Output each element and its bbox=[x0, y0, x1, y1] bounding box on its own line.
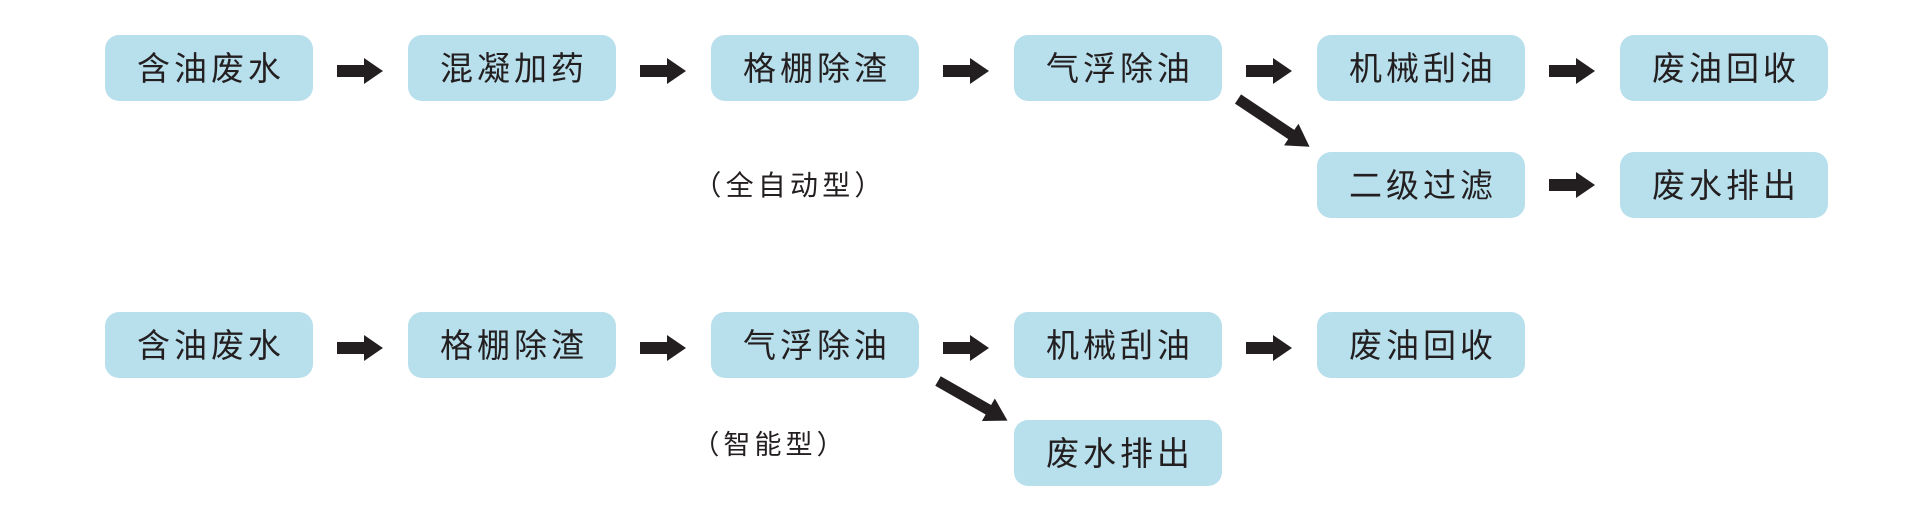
flow2-box-wastewater-discharge: 废水排出 bbox=[1014, 420, 1222, 486]
arrow-diagonal-icon bbox=[1234, 94, 1310, 147]
flow1-type-label: （全自动型） bbox=[693, 169, 887, 202]
flow1-box-secondary-filtration: 二级过滤 bbox=[1317, 152, 1525, 218]
flow2-box-mechanical-scraping: 机械刮油 bbox=[1014, 312, 1222, 378]
flow1-box-air-flotation-deoil: 气浮除油 bbox=[1014, 35, 1222, 101]
arrow-right-icon bbox=[640, 58, 686, 84]
arrow-right-icon bbox=[943, 335, 989, 361]
arrow-right-icon bbox=[1246, 58, 1292, 84]
arrow-right-icon bbox=[1549, 172, 1595, 198]
arrow-right-icon bbox=[337, 335, 383, 361]
flow2-box-oily-wastewater: 含油废水 bbox=[105, 312, 313, 378]
flow2-box-waste-oil-recovery: 废油回收 bbox=[1317, 312, 1525, 378]
flow2-type-label: （智能型） bbox=[692, 430, 848, 461]
flow1-box-oily-wastewater: 含油废水 bbox=[105, 35, 313, 101]
flow1-box-screen-deslagging: 格棚除渣 bbox=[711, 35, 919, 101]
flow1-box-mechanical-scraping: 机械刮油 bbox=[1317, 35, 1525, 101]
flow2-box-screen-deslagging: 格棚除渣 bbox=[408, 312, 616, 378]
arrow-diagonal-icon bbox=[935, 376, 1008, 422]
arrow-right-icon bbox=[337, 58, 383, 84]
flow1-box-waste-oil-recovery: 废油回收 bbox=[1620, 35, 1828, 101]
flow1-box-coagulant-dosing: 混凝加药 bbox=[408, 35, 616, 101]
arrow-right-icon bbox=[640, 335, 686, 361]
arrow-right-icon bbox=[1549, 58, 1595, 84]
flow1-box-wastewater-discharge: 废水排出 bbox=[1620, 152, 1828, 218]
flow2-box-air-flotation-deoil: 气浮除油 bbox=[711, 312, 919, 378]
arrow-right-icon bbox=[943, 58, 989, 84]
arrow-right-icon bbox=[1246, 335, 1292, 361]
